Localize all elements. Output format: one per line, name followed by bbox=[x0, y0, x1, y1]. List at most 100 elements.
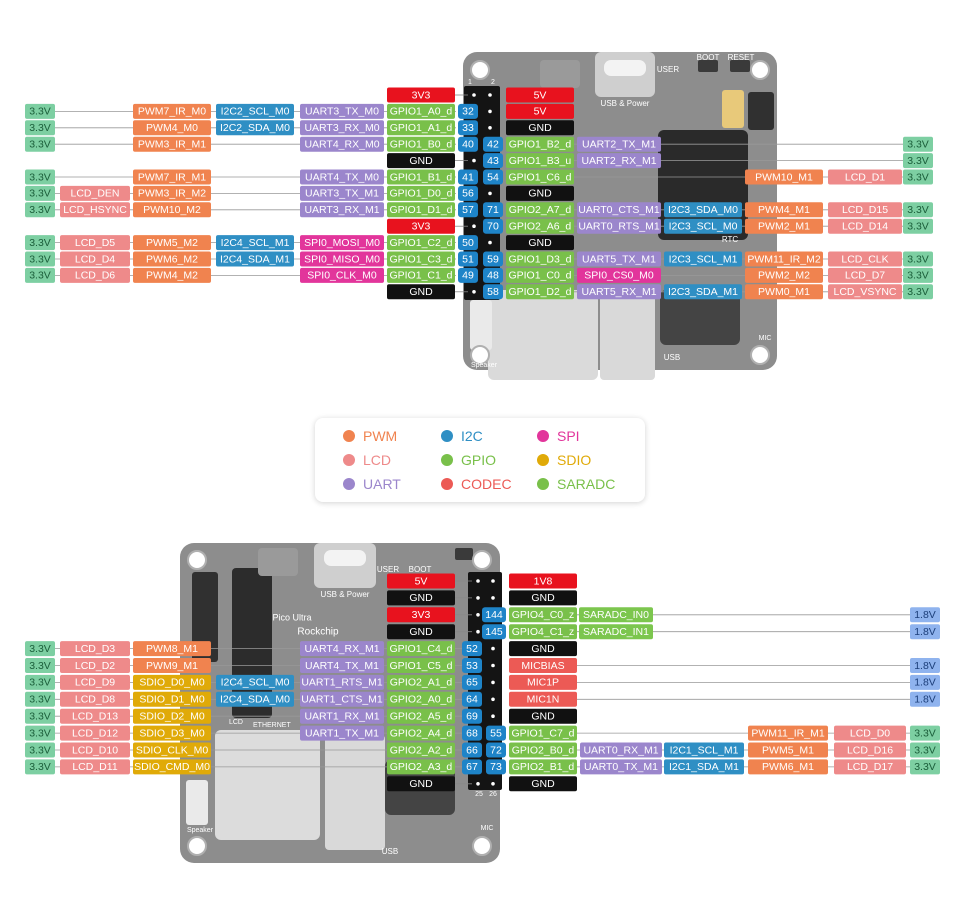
mounting-hole bbox=[187, 550, 207, 570]
top-right-row-12-i2c3-sda-m1-box bbox=[664, 284, 742, 300]
top-left-row-9-spi0-mosi-m0: SPI0_MOSI_M0 bbox=[304, 237, 380, 249]
bottom-ethernet-jack bbox=[215, 730, 320, 840]
top-left-row-10-lcd-d4-box bbox=[60, 251, 130, 267]
top-speaker-connector bbox=[470, 300, 492, 350]
legend-item-i2c: I2C bbox=[441, 428, 483, 444]
top-left-row-6-pwm3-ir-m2-box bbox=[133, 185, 211, 201]
top-silk-usb-power: USB & Power bbox=[601, 99, 650, 108]
top-right-row-11-spi0-cs0-m0: SPI0_CS0_M0 bbox=[584, 270, 654, 282]
legend-item-uart: UART bbox=[343, 476, 401, 492]
top-right-row-7-lcd-d15-box bbox=[828, 202, 902, 218]
bottom-right-row-3-pin-box bbox=[482, 624, 506, 640]
top-left-row-5-uart4-tx-m0: UART4_TX_M0 bbox=[305, 171, 379, 183]
top-left-row-9-i2c4-scl-m1-box bbox=[216, 235, 294, 251]
top-left-row-9-i2c4-scl-m1: I2C4_SCL_M1 bbox=[221, 237, 290, 249]
top-right-row-8-i2c3-scl-m0: I2C3_SCL_M0 bbox=[669, 220, 738, 232]
bottom-right-row-1-gnd-box bbox=[509, 590, 577, 606]
top-right-row-12-lcd-vsync-box bbox=[828, 284, 902, 300]
bottom-left-row-5-lcd-d2: LCD_D2 bbox=[75, 660, 115, 672]
bottom-left-row-11-volt: 3.3V bbox=[29, 761, 51, 773]
bottom-left-row-7-pin-64-box bbox=[462, 691, 482, 707]
top-left-row-2-uart3-rx-m0-box bbox=[300, 120, 384, 136]
top-left-row-11-spi0-clk-m0: SPI0_CLK_M0 bbox=[307, 270, 377, 282]
top-right-row-0-5v-box bbox=[506, 87, 574, 103]
top-right-row-2-gnd-box bbox=[506, 120, 574, 136]
bottom-left-row-8-pin-69-box bbox=[462, 708, 482, 724]
top-ethernet-jack bbox=[488, 290, 598, 380]
bottom-right-row-10-lcd-d16-box bbox=[834, 742, 906, 758]
mounting-hole bbox=[470, 345, 490, 365]
bottom-left-row-4-gpio1-c4-d-box bbox=[387, 641, 455, 657]
bottom-left-row-9-sdio-d3-m0-box bbox=[133, 725, 211, 741]
top-left-row-10-pwm6-m2-box bbox=[133, 251, 211, 267]
top-header-pin-left-8 bbox=[472, 224, 476, 228]
bottom-right-row-10-pin-box bbox=[486, 742, 506, 758]
top-left-row-3-pwm3-ir-m1-box bbox=[133, 136, 211, 152]
bottom-right-row-8-gnd-box bbox=[509, 708, 577, 724]
top-right-row-12-gpio1-d2-d: GPIO1_D2_d bbox=[508, 286, 571, 298]
top-logo bbox=[540, 60, 580, 88]
bottom-left-row-4-lcd-d3: LCD_D3 bbox=[75, 643, 115, 655]
top-right-row-10-uart5-tx-m1-box bbox=[577, 251, 661, 267]
top-left-row-11-volt: 3.3V bbox=[29, 270, 51, 282]
bottom-left-row-11-gpio2-a3-d-box bbox=[387, 759, 455, 775]
top-right-row-8-pin-70-box bbox=[483, 218, 503, 234]
top-left-row-11-lcd-d6-box bbox=[60, 267, 130, 283]
bottom-left-row-8-lcd-d13-box bbox=[60, 708, 130, 724]
bottom-left-row-10-volt: 3.3V bbox=[29, 744, 51, 756]
top-right-row-4-pin-43-box bbox=[483, 153, 503, 169]
top-silk-header-2: 2 bbox=[491, 79, 495, 86]
bottom-silk-mic: MIC bbox=[481, 825, 494, 832]
mounting-hole bbox=[187, 836, 207, 856]
top-left-row-10-pin-51-box bbox=[458, 251, 478, 267]
top-left-row-5-gpio1-b1-d: GPIO1_B1_d bbox=[390, 171, 453, 183]
top-right-row-1-5v-box bbox=[506, 103, 574, 119]
top-silk-mic: MIC bbox=[759, 335, 772, 342]
top-left-row-10-volt-box bbox=[25, 251, 55, 267]
top-left-row-11-pin-49-box bbox=[458, 267, 478, 283]
bottom-left-row-5-lcd-d2-box bbox=[60, 658, 130, 673]
top-right-row-8-pwm2-m1-box bbox=[745, 218, 823, 234]
top-left-row-2-pin-33: 33 bbox=[462, 122, 474, 134]
top-right-row-12-pin-58: 58 bbox=[487, 286, 499, 298]
top-right-row-10-i2c3-scl-m1-box bbox=[664, 251, 742, 267]
top-left-row-6-lcd-den-box bbox=[60, 185, 130, 201]
bottom-left-row-9-lcd-d12-box bbox=[60, 725, 130, 741]
top-right-row-10-volt-box bbox=[903, 251, 933, 267]
bottom-left-row-0-5v: 5V bbox=[415, 575, 428, 587]
bottom-header-pin-right-12 bbox=[491, 782, 495, 786]
top-left-row-7-lcd-hsync-box bbox=[60, 202, 130, 218]
bottom-left-row-0-5v-box bbox=[387, 573, 455, 589]
top-left-row-6-uart3-tx-m1-box bbox=[300, 185, 384, 201]
top-right-row-3-gpio1-b2-d-box bbox=[506, 136, 574, 152]
top-left-row-0-3v3-box bbox=[387, 87, 455, 103]
top-left-row-6-volt: 3.3V bbox=[29, 188, 51, 200]
bottom-left-row-6-uart1-rts-m1: UART1_RTS_M1 bbox=[301, 677, 382, 689]
bottom-right-row-6-mic1p: MIC1P bbox=[527, 677, 559, 689]
top-header-pin-left-12 bbox=[472, 290, 476, 294]
top-reset-button bbox=[730, 60, 750, 72]
top-right-row-4-gpio1-b3-u-box bbox=[506, 153, 574, 169]
bottom-left-row-8-sdio-d2-m0-box bbox=[133, 708, 211, 724]
top-right-row-11-lcd-d7: LCD_D7 bbox=[845, 270, 885, 282]
legend-label-spi: SPI bbox=[557, 428, 580, 444]
bottom-left-row-10-pin-66-box bbox=[462, 742, 482, 758]
bottom-left-row-10-gpio2-a2-d: GPIO2_A2_d bbox=[390, 744, 453, 756]
top-left-row-11-pin-49: 49 bbox=[462, 270, 474, 282]
top-wifi-module bbox=[660, 290, 740, 345]
top-right-row-12-i2c3-sda-m1: I2C3_SDA_M1 bbox=[668, 286, 738, 298]
bottom-usb-c-inner bbox=[324, 550, 366, 566]
bottom-left-row-11-sdio-cmd-m0: SDIO_CMD_M0 bbox=[134, 761, 210, 773]
top-left-row-9-pin-50-box bbox=[458, 235, 478, 251]
top-silk-boot: BOOT bbox=[697, 53, 720, 62]
bottom-header-pin-left-0 bbox=[476, 579, 480, 583]
bottom-left-row-7-uart1-cts-m1: UART1_CTS_M1 bbox=[301, 694, 383, 706]
top-right-row-12-lcd-vsync: LCD_VSYNC bbox=[833, 286, 896, 298]
top-header-pin-right-9 bbox=[488, 240, 492, 245]
top-right-row-7-volt: 3.3V bbox=[907, 204, 929, 216]
bottom-left-row-6-sdio-d0-m0-box bbox=[133, 674, 211, 690]
bottom-left-row-10-sdio-clk-m0: SDIO_CLK_M0 bbox=[136, 744, 209, 756]
top-left-row-3-pin-40: 40 bbox=[462, 138, 474, 150]
top-left-row-5-uart4-tx-m0-box bbox=[300, 169, 384, 185]
